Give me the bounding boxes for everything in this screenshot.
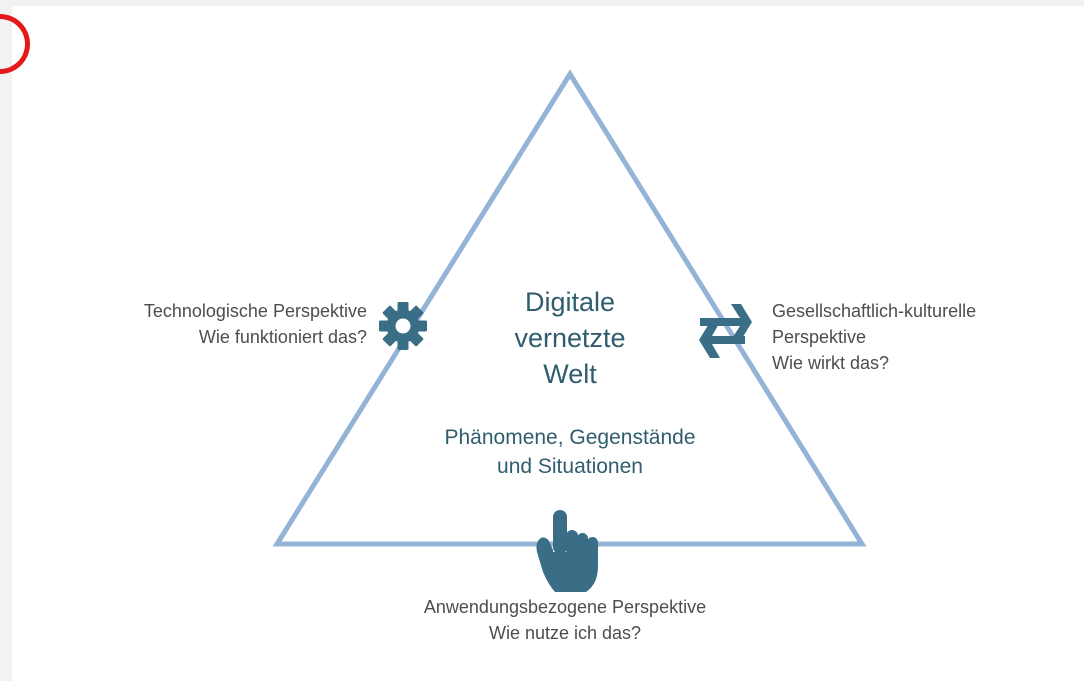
center-title-line: Digitale [524, 287, 616, 317]
center-subtitle-line: und Situationen [497, 455, 643, 478]
exchange-arrows-icon [699, 304, 752, 358]
center-title: Digitale vernetzte Welt [470, 284, 670, 392]
gear-icon [379, 302, 427, 350]
perspective-name: Technologische Perspektive [143, 301, 367, 321]
perspective-question: Wie nutze ich das? [488, 623, 642, 643]
center-subtitle-line: Phänomene, Gegenstände [444, 426, 696, 449]
social-cultural-perspective-label: Gesellschaftlich-kulturelle Perspektive … [772, 298, 1072, 376]
perspective-name-continued: Perspektive [772, 327, 867, 347]
perspective-name: Anwendungsbezogene Perspektive [423, 597, 707, 617]
center-title-line: vernetzte [514, 323, 626, 353]
perspective-question: Wie funktioniert das? [198, 327, 367, 347]
technological-perspective-label: Technologische Perspektive Wie funktioni… [40, 298, 367, 350]
perspective-name: Gesellschaftlich-kulturelle [772, 301, 977, 321]
center-subtitle: Phänomene, Gegenstände und Situationen [380, 423, 760, 481]
center-title-line: Welt [543, 359, 597, 389]
perspective-question: Wie wirkt das? [772, 353, 890, 373]
pointing-hand-icon [536, 510, 598, 592]
application-perspective-label: Anwendungsbezogene Perspektive Wie nutze… [340, 594, 790, 646]
